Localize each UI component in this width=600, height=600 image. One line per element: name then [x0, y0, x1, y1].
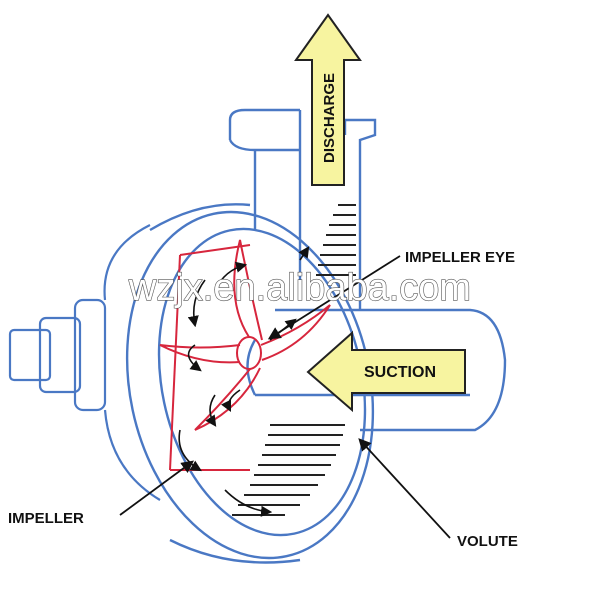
suction-pipe: [246, 308, 507, 432]
suction-arrow: SUCTION: [306, 330, 466, 413]
impeller-vanes: [159, 239, 331, 471]
impeller-eye-label: IMPELLER EYE: [405, 249, 515, 266]
callout-lines: [119, 255, 451, 539]
volute-hatch: [232, 424, 345, 516]
watermark-text: wzjx.en.alibaba.com: [128, 267, 471, 309]
impeller-label: IMPELLER: [8, 510, 84, 527]
discharge-label: DISCHARGE: [321, 73, 338, 163]
volute-label: VOLUTE: [457, 533, 518, 550]
discharge-arrow: DISCHARGE: [294, 13, 362, 186]
discharge-hatch: [316, 204, 356, 276]
suction-label: SUCTION: [364, 364, 436, 381]
